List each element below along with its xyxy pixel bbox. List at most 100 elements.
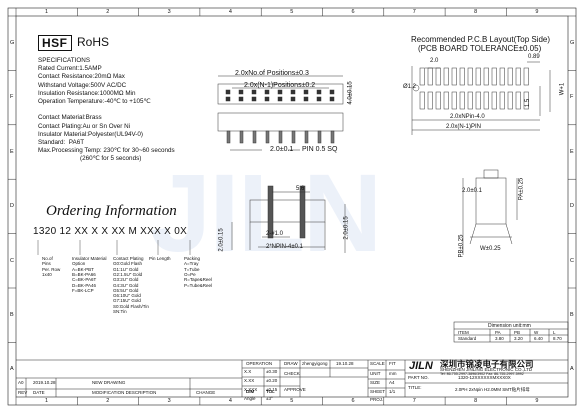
border-row-label: E [10, 148, 14, 155]
rev-header: REV [18, 390, 28, 395]
border-col-label: 1 [45, 397, 49, 404]
dimtable-header: PB [514, 329, 521, 335]
side-pin [317, 130, 322, 144]
border-col-label: 9 [535, 8, 539, 15]
right-w: W±0.25 [480, 246, 501, 252]
side-pin [330, 130, 335, 144]
ordering-label-ins: Option [72, 261, 86, 267]
border-row-label: B [10, 312, 14, 318]
ordering-label-plating: G1:1U" Gold [113, 266, 139, 272]
pcb-15: 1.5 [525, 98, 532, 108]
border-row-label: C [570, 257, 574, 264]
front-21: 2-#1.0 [266, 231, 284, 237]
pcb-hole [412, 84, 420, 92]
ordering-label-plating: G4:3U" Gold [113, 282, 139, 288]
pcb-pad [427, 91, 433, 110]
pcb-pad [507, 67, 513, 86]
ordering-label-pack: Packing [184, 256, 201, 261]
ordering-label-plating: G3:2U" Gold [113, 277, 139, 283]
top-height: 4.0±0.15 [347, 81, 354, 105]
rev-header: CHANGE [196, 390, 216, 395]
pcb-pad [419, 67, 425, 86]
tb-tol-value: ±0.20 [266, 378, 278, 383]
ordering-label-ins: C=BK-PA6T [72, 277, 97, 283]
tb-tol-label: X.XX [244, 378, 255, 383]
pcb-pad [419, 91, 425, 110]
border-col-label: 6 [351, 8, 355, 15]
pcb-pad [459, 91, 465, 110]
specs-heading: SPECIFICATIONS [38, 57, 91, 64]
pcb-pad [499, 67, 505, 86]
spec-line: Insulator Material:Polyester(UL94V-0) [38, 130, 143, 138]
watermark: JILN [150, 152, 382, 275]
company-name-cn: 深圳市锦凌电子有限公司 [440, 359, 534, 369]
top-pin-hole [316, 89, 322, 95]
right-20: 2.0±0.1 [462, 188, 482, 194]
tb-drawer: zhengyigong [302, 361, 328, 366]
ordering-label-pack: A=Tray [184, 261, 199, 267]
ordering-label-pins: 1x40 [42, 271, 52, 277]
spec-line [38, 106, 175, 114]
spec-line: Contact Plating:Au or Sn Over Ni [38, 122, 131, 130]
ordering-label-plating: G0:Gold Flash [113, 261, 143, 267]
top-pin-hole [264, 96, 270, 102]
border-col-label: 8 [474, 397, 478, 404]
tb-sheetv: 1/1 [389, 389, 396, 394]
top-pin-hole [277, 96, 283, 102]
top-pin-hole [329, 89, 335, 95]
ordering-label-plating: G6:10U" Gold [113, 293, 141, 299]
top-pin-hole [290, 96, 296, 102]
specifications: SPECIFICATIONS Rated Current:1.5AMP Conta… [38, 57, 175, 163]
pcb-pad [459, 67, 465, 86]
front-h20: 2.0±0.15 [343, 216, 350, 240]
pcb-pad [475, 67, 481, 86]
dimtable-cell: 6.40 [534, 336, 543, 341]
tb-tol-value: ±0.15 [266, 387, 278, 392]
pcb-pad [443, 91, 449, 110]
rev-desc: NEW DRAWING [92, 380, 126, 385]
pcb-pad [483, 91, 489, 110]
pcb-pad [451, 67, 457, 86]
ordering-label-pack: R=Tape&Reel [184, 277, 212, 283]
border-row-label: F [570, 94, 574, 101]
border-col-label: 6 [351, 397, 355, 404]
top-pin-hole [238, 89, 244, 95]
top-pin-hole [303, 96, 309, 102]
ordering-label-ins: F=BK-LCP [72, 287, 94, 293]
company-name-en: SHENZHEN JINLING ELECTRONIC CO.,LTD [440, 367, 533, 372]
pcb-pad [515, 91, 521, 110]
pcb-pitch: 2.0 [430, 58, 439, 64]
ordering-label-ins: Insulator Material [72, 256, 107, 261]
ordering-label-plating: Contact Plating [113, 256, 144, 261]
side-pin: PIN 0.5 SQ [302, 146, 338, 153]
border-row-label: G [570, 40, 575, 46]
border-row-label: B [570, 312, 574, 318]
ordering-label-pins: Pins [42, 261, 51, 267]
tb-tol-label: Angle [244, 396, 256, 401]
dimtable-cell: 8.70 [553, 336, 562, 341]
top-pin-hole [251, 96, 257, 102]
ordering-label-pin: Pin Length [149, 256, 171, 261]
front-56: 5.6 [296, 186, 305, 192]
rev-header: DATE [33, 390, 45, 395]
spec-line: Operation Temperature:-40℃ to +105℃ [38, 97, 151, 105]
top-pin-hole [225, 96, 231, 102]
pcb-pad [515, 67, 521, 86]
front-npin: 2*NPIN-4±0.1 [266, 244, 303, 250]
front-pin [299, 185, 306, 239]
rohs-logo: RoHS [77, 35, 110, 49]
dimtable-cell: 3.20 [514, 336, 523, 341]
pcb-pad [499, 91, 505, 110]
spec-line: Rated Current:1.5AMP [38, 65, 102, 73]
ordering-title: Ordering Information [46, 203, 177, 219]
spec-line: Insulation Resistance:1000MΩ Min [38, 89, 136, 97]
border-row-label: D [570, 203, 574, 210]
border-col-label: 1 [45, 8, 49, 15]
top-positions: 2.0xNo.of Positions±0.3 [235, 70, 309, 77]
side-pitch: 2.0±0.1 [270, 146, 294, 153]
dimtable-header: W [534, 329, 539, 335]
border-col-label: 7 [412, 8, 416, 15]
tb-tol-header: TOL [266, 389, 275, 394]
tb-title-label: TITLE: [408, 385, 422, 390]
